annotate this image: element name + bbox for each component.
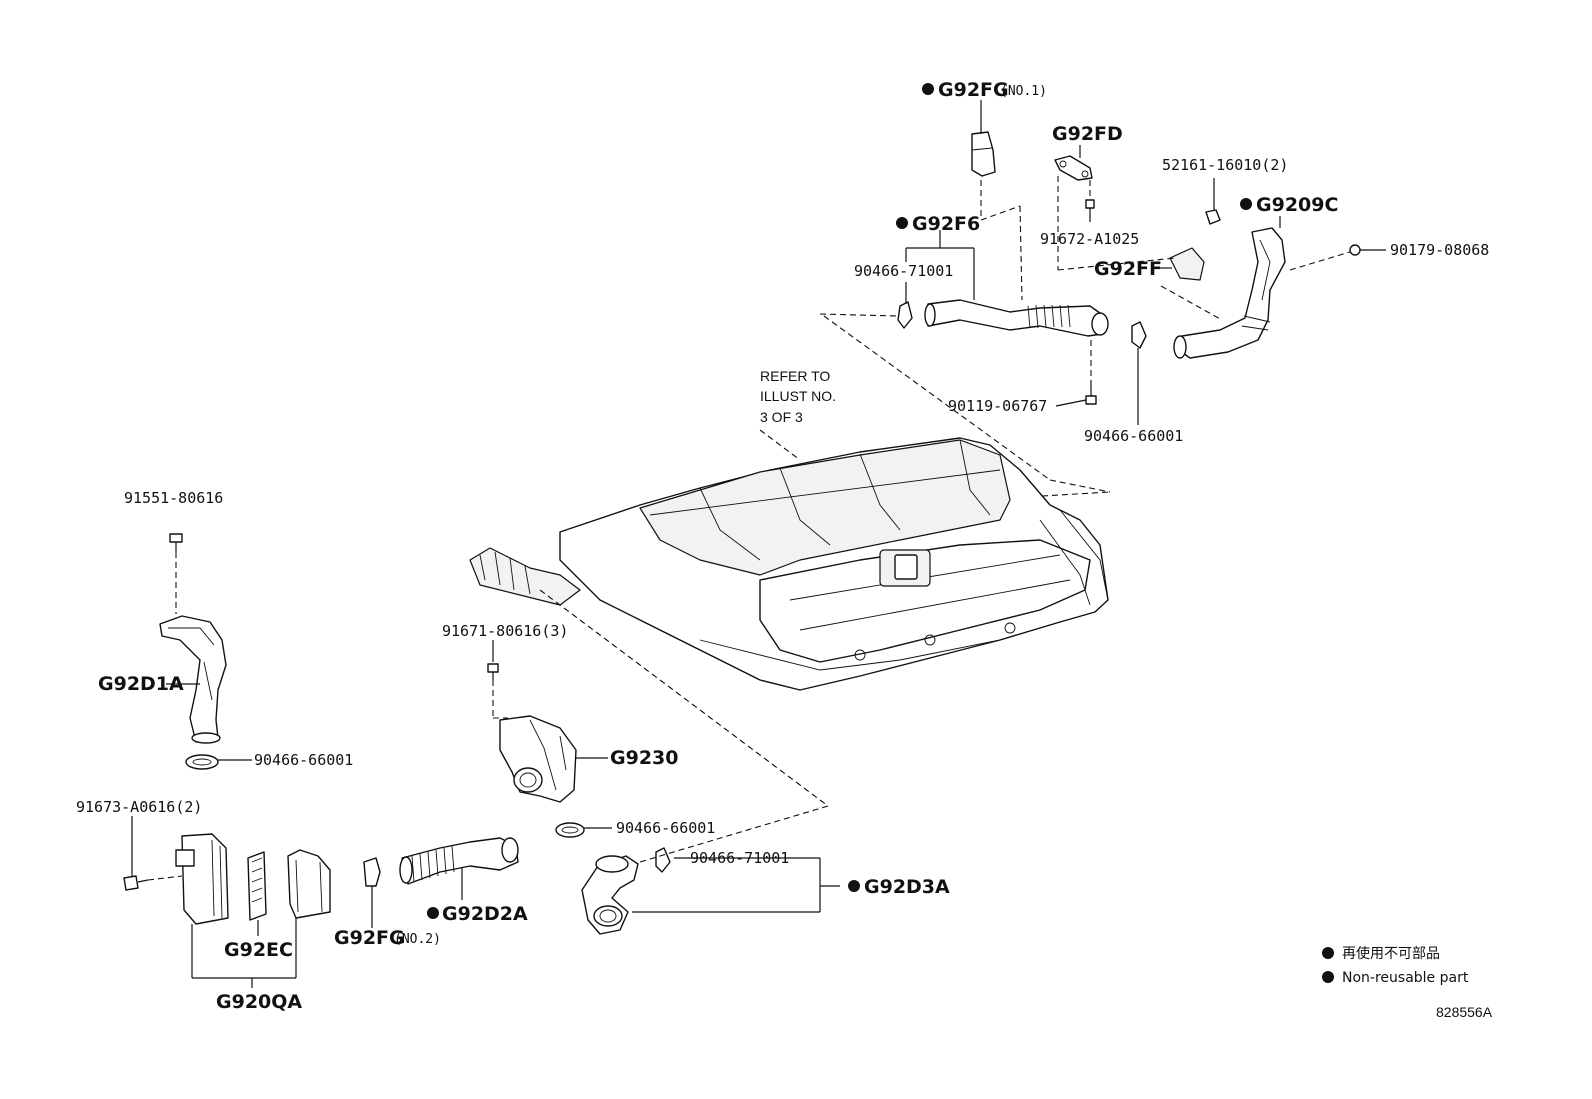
middle-group (363, 663, 840, 935)
label-g92d3a: G92D3A (864, 876, 950, 898)
label-g92f6: G92F6 (912, 213, 980, 235)
label-90179-08068: 90179-08068 (1390, 241, 1489, 259)
dashed-guides (147, 176, 1351, 881)
left-duct-group (123, 533, 331, 988)
label-g92fd: G92FD (1052, 123, 1123, 145)
label-90466-66001-left: 90466-66001 (254, 751, 353, 769)
refer-line-1: REFER TO (760, 368, 830, 384)
legend: 再使用不可部品 Non-reusable part (1342, 945, 1469, 986)
label-90466-66001-mid: 90466-66001 (616, 819, 715, 837)
battery-tray-assembly (469, 437, 1109, 691)
legend-item-english: Non-reusable part (1342, 970, 1469, 986)
label-g92fg-no1-qual: (NO.1) (1000, 84, 1047, 99)
label-g92fg-no1-code: G92FG (938, 79, 1009, 101)
label-g92d1a: G92D1A (98, 673, 184, 695)
label-90466-66001-right: 90466-66001 (1084, 427, 1183, 445)
legend-item-japanese: 再使用不可部品 (1342, 945, 1440, 962)
marker-g92fg-no1 (922, 83, 934, 95)
label-90119-06767: 90119-06767 (948, 397, 1047, 415)
label-g9209c: G9209C (1256, 194, 1338, 216)
label-g92ff: G92FF (1094, 258, 1162, 280)
refer-line-3: 3 OF 3 (760, 409, 803, 425)
legend-dot-1 (1322, 947, 1334, 959)
label-g92d2a: G92D2A (442, 903, 528, 925)
label-g92fg-no2-code: G92FG (334, 927, 405, 949)
label-g92ec: G92EC (224, 939, 293, 961)
label-90466-71001-top: 90466-71001 (854, 262, 953, 280)
non-reusable-markers (427, 83, 1334, 983)
marker-g92d2a (427, 907, 439, 919)
label-g920qa: G920QA (216, 991, 302, 1013)
label-91672-a1025: 91672-A1025 (1040, 230, 1139, 248)
label-52161-16010: 52161-16010(2) (1162, 156, 1288, 174)
leader-lines (131, 216, 1386, 936)
refer-line-2: ILLUST NO. (760, 388, 836, 404)
label-91673-a0616: 91673-A0616(2) (76, 798, 202, 816)
marker-g9209c (1240, 198, 1252, 210)
callout-labels: G92FG (NO.1) G92FD 52161-16010(2) G9209C… (76, 79, 1489, 1013)
label-g92fg-no2-qual: (NO.2) (394, 932, 441, 947)
illustration-id: 828556A (1436, 1004, 1493, 1020)
label-90466-71001-bottom: 90466-71001 (690, 849, 789, 867)
label-91671-80616: 91671-80616(3) (442, 622, 568, 640)
marker-g92d3a (848, 880, 860, 892)
marker-g92f6 (896, 217, 908, 229)
label-91551-80616: 91551-80616 (124, 489, 223, 507)
legend-dot-2 (1322, 971, 1334, 983)
top-duct-group (897, 100, 1361, 425)
label-g9230: G9230 (610, 747, 678, 769)
